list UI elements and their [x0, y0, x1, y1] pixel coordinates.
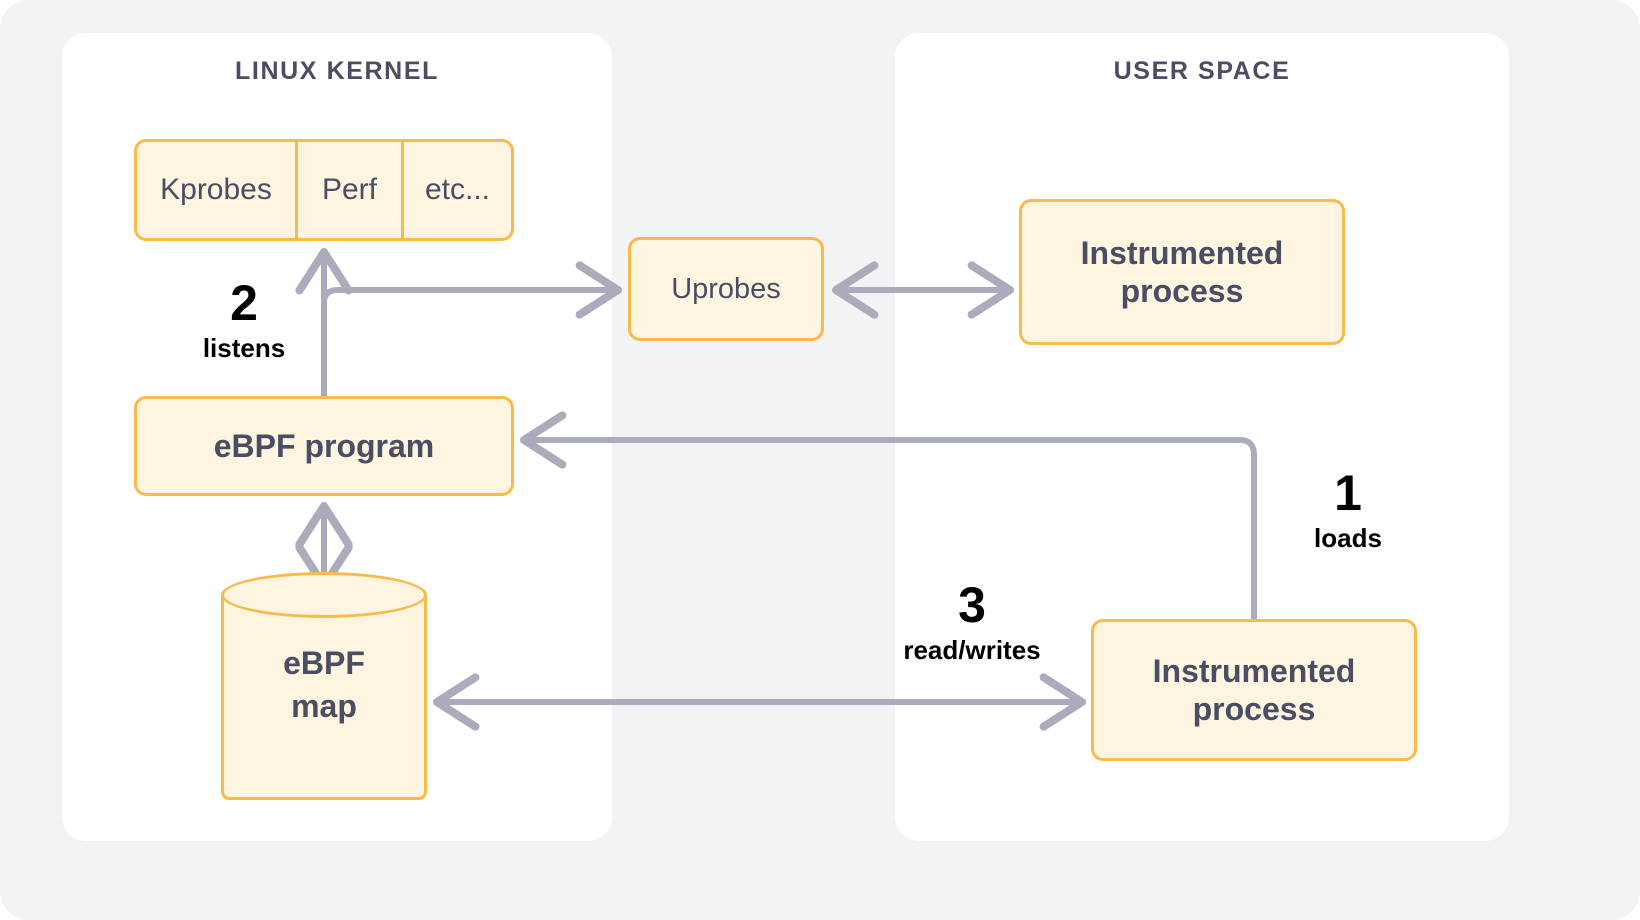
node-ebpf-map-label: eBPF map	[221, 642, 427, 728]
node-instrumented-process-top[interactable]: Instrumented process	[1019, 199, 1345, 345]
probes-group: Kprobes Perf etc...	[134, 139, 514, 241]
panel-title-user-space: USER SPACE	[1113, 57, 1291, 85]
probe-cell-perf[interactable]: Perf	[295, 142, 401, 238]
cylinder-top-ellipse-shape	[221, 572, 427, 618]
node-proc-top-line2: process	[1120, 273, 1244, 309]
step-3-number: 3	[958, 577, 986, 633]
node-proc-top-line1: Instrumented	[1080, 234, 1284, 271]
panel-title-linux-kernel: LINUX KERNEL	[235, 57, 439, 85]
step-1-number: 1	[1334, 465, 1362, 521]
step-1-caption: loads	[1314, 523, 1382, 553]
node-proc-bottom-line2: process	[1192, 691, 1316, 727]
ebpf-map-line1: eBPF	[283, 645, 365, 681]
step-label-loads: 1 loads	[1288, 468, 1408, 554]
probe-cell-etc[interactable]: etc...	[401, 142, 511, 238]
probe-cell-kprobes[interactable]: Kprobes	[160, 173, 272, 206]
step-2-number: 2	[230, 275, 258, 331]
node-ebpf-program[interactable]: eBPF program	[134, 396, 514, 496]
node-ebpf-map[interactable]: eBPF map	[221, 572, 427, 800]
arrow-loads-process-to-ebpf	[519, 411, 1257, 622]
ebpf-map-line2: map	[291, 688, 357, 725]
step-label-read-writes: 3 read/writes	[884, 580, 1060, 666]
node-uprobes[interactable]: Uprobes	[628, 237, 824, 341]
arrow-ebpf-to-uprobes	[321, 261, 623, 393]
node-proc-bottom-line1: Instrumented	[1152, 652, 1356, 689]
step-3-caption: read/writes	[903, 635, 1041, 665]
cylinder-body-shape	[221, 594, 427, 800]
step-label-listens: 2 listens	[184, 278, 304, 364]
step-2-caption: listens	[202, 333, 286, 363]
node-instrumented-process-bottom[interactable]: Instrumented process	[1091, 619, 1417, 761]
